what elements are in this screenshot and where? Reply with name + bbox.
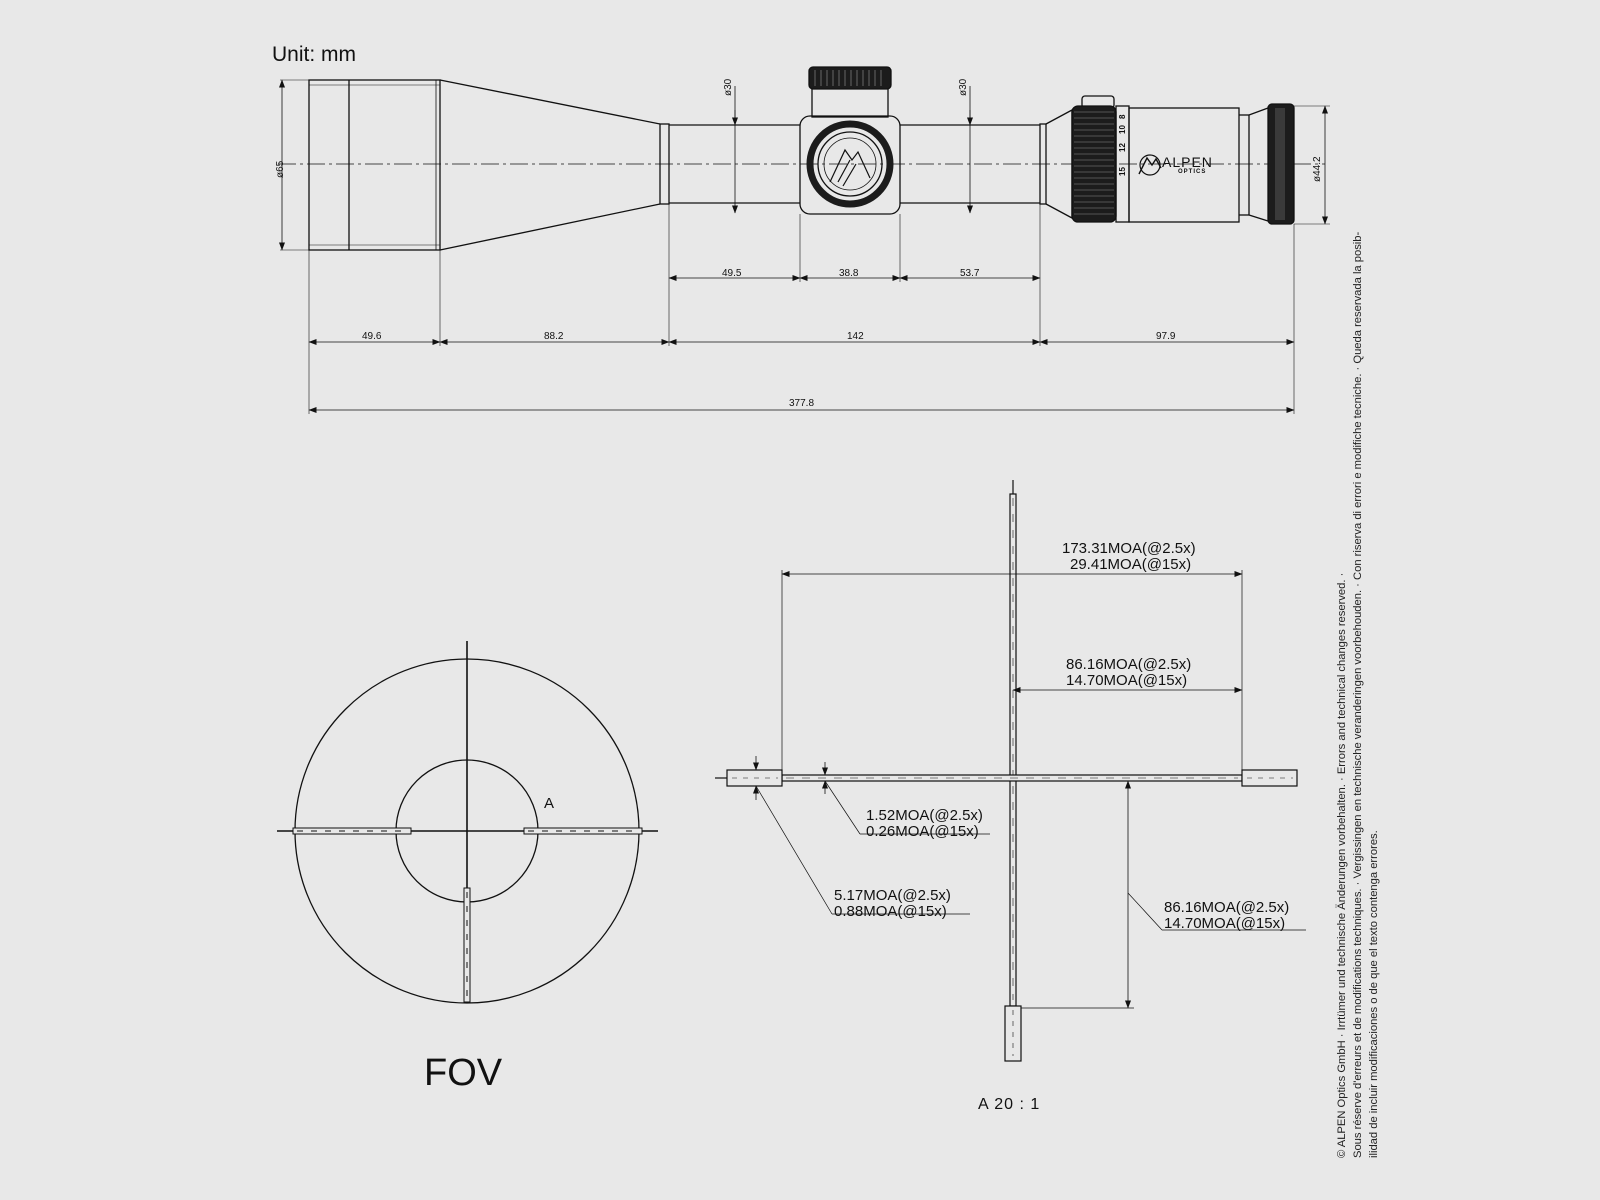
disclaimer-line: ilidad de incluir modificaciones o de qu… [1368,830,1380,1158]
zoom-mark-10: 10 [1118,125,1127,134]
dim-97-9: 97.9 [1156,331,1176,342]
disclaimer: © ALPEN Optics GmbH · Irrtümer und techn… [1334,232,1382,1158]
dim-49-5: 49.5 [722,268,742,279]
dim-total-span-15x: 29.41MOA(@15x) [1070,556,1192,573]
windage-turret [806,120,894,208]
zoom-mark-8: 8 [1118,114,1127,119]
turret-logo-icon [829,148,871,187]
dim-tube-right-diameter: ø30 [958,78,969,96]
dim-objective-diameter: ø65 [275,160,286,178]
dim-half-span-15x: 14.70MOA(@15x) [1066,672,1188,689]
fov-detail-marker: A [544,795,555,812]
eyepiece-body [1128,107,1240,223]
brand-sub: OPTICS [1178,169,1207,175]
elevation-turret-knob [808,66,892,90]
dim-88-2: 88.2 [544,331,564,342]
dim-vertical-half-15x: 14.70MOA(@15x) [1164,915,1286,932]
detail-scale-label: A 20 : 1 [978,1096,1041,1113]
dim-49-6: 49.6 [362,331,382,342]
dim-tube-left-diameter: ø30 [723,78,734,96]
turret-housing [799,115,901,215]
dim-38-8: 38.8 [839,268,859,279]
brand-name: ALPEN [1162,154,1213,170]
brand-logo-icon [1138,156,1162,175]
reticle-detail [715,480,1306,1062]
zoom-mark-15: 15 [1118,167,1127,176]
dim-142: 142 [847,331,864,342]
dim-total-span-2-5x: 173.31MOA(@2.5x) [1062,540,1196,557]
dim-thin-line-2-5x: 1.52MOA(@2.5x) [866,807,983,824]
unit-label: Unit: mm [272,43,356,66]
dim-53-7: 53.7 [960,268,980,279]
dim-thick-post-2-5x: 5.17MOA(@2.5x) [834,887,951,904]
objective-bell [308,79,441,251]
dim-vertical-half-2-5x: 86.16MOA(@2.5x) [1164,899,1290,916]
dim-half-span-2-5x: 86.16MOA(@2.5x) [1066,656,1192,673]
disclaimer-line: © ALPEN Optics GmbH · Irrtümer und techn… [1336,572,1348,1158]
dim-thick-post-15x: 0.88MOA(@15x) [834,903,947,920]
dim-total-length: 377.8 [789,398,815,409]
dim-thin-line-15x: 0.26MOA(@15x) [866,823,979,840]
fov-title: FOV [424,1052,503,1094]
objective-cone [439,79,661,251]
disclaimer-line: Sous réserve d'erreurs et de modificatio… [1352,231,1364,1158]
zoom-mark-12: 12 [1118,143,1127,152]
scope-side-view [278,66,1330,414]
fov-view [277,641,658,1004]
dim-eyepiece-diameter: ø44.2 [1312,156,1323,182]
power-ring-knurl [1071,105,1117,223]
